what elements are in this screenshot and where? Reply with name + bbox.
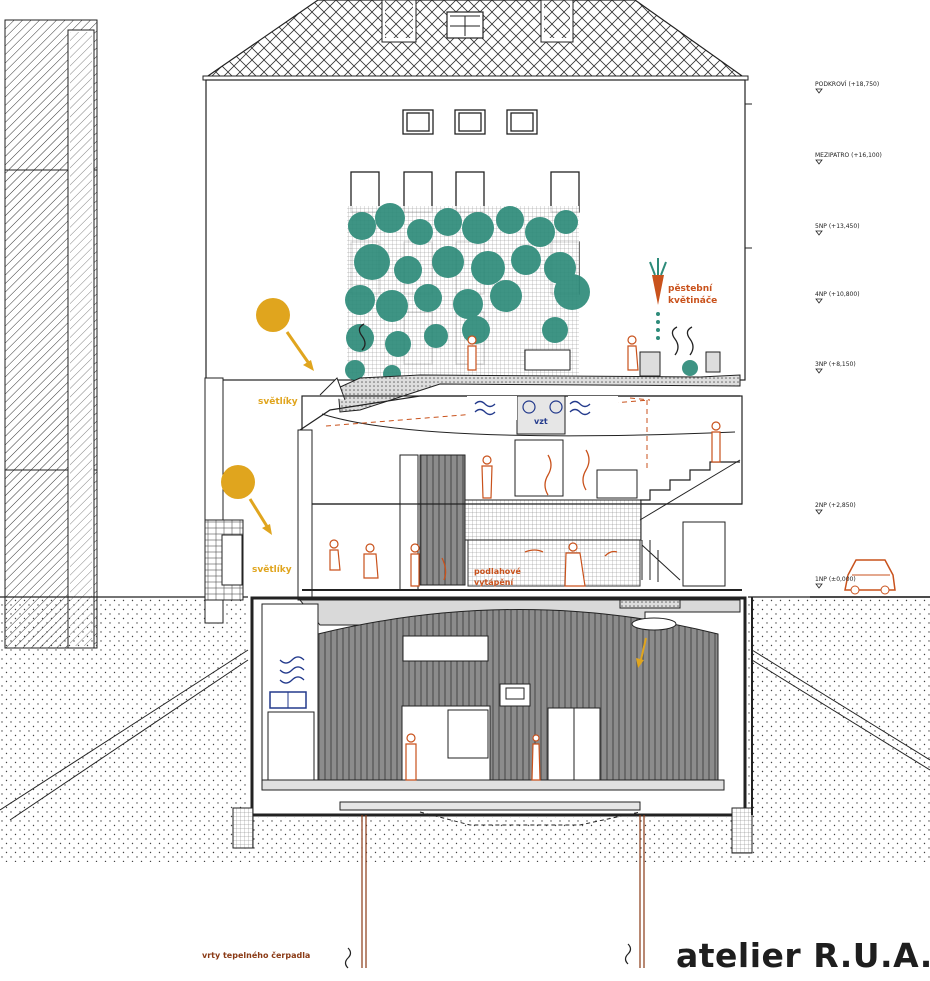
- neighbour-building: [4, 19, 98, 649]
- ventilation-label: vzt: [534, 417, 548, 426]
- skylight-label: světlíky: [252, 564, 292, 575]
- excavation-lines: [0, 596, 930, 821]
- attic-windows: [402, 109, 538, 135]
- roof: [202, 0, 749, 81]
- brand-logo: atelier R.U.A.: [676, 936, 930, 975]
- sun-icon: [256, 298, 290, 332]
- ground-floor: [204, 377, 742, 624]
- sun-icon: [221, 465, 255, 499]
- level-label: 1NP (±0,000): [815, 576, 856, 583]
- floor-heating-label: podlahové: [474, 566, 521, 576]
- planters-label: pěstební: [668, 283, 713, 294]
- skylight-label: světlíky: [258, 396, 298, 407]
- level-label: 4NP (+10,800): [815, 291, 860, 298]
- level-label: MEZIPATRO (+16,100): [815, 152, 882, 159]
- basement: [232, 596, 753, 854]
- planters-label: květináče: [668, 295, 717, 306]
- ventilation-arrows: [441, 449, 618, 581]
- car-icon: [844, 559, 896, 595]
- level-label: 3NP (+8,150): [815, 361, 856, 368]
- heat-pump-boreholes: [344, 815, 645, 969]
- airflow-arrows: [279, 400, 591, 684]
- sun-icons: [221, 298, 647, 668]
- people-figures: [329, 335, 721, 781]
- level-label: PODKROVÍ (+18,750): [815, 81, 879, 88]
- level-markers: PODKROVÍ (+18,750) MEZIPATRO (+16,100) 5…: [815, 81, 882, 589]
- annotations: světlíky světlíky pěstební květináče vzt…: [202, 283, 717, 960]
- floor-heating-label: vytápění: [474, 577, 515, 587]
- level-label: 2NP (+2,850): [815, 502, 856, 509]
- carrot-icon: [649, 258, 667, 340]
- level-label: 5NP (+13,450): [815, 223, 860, 230]
- heat-pump-label: vrty tepelného čerpadla: [202, 950, 310, 960]
